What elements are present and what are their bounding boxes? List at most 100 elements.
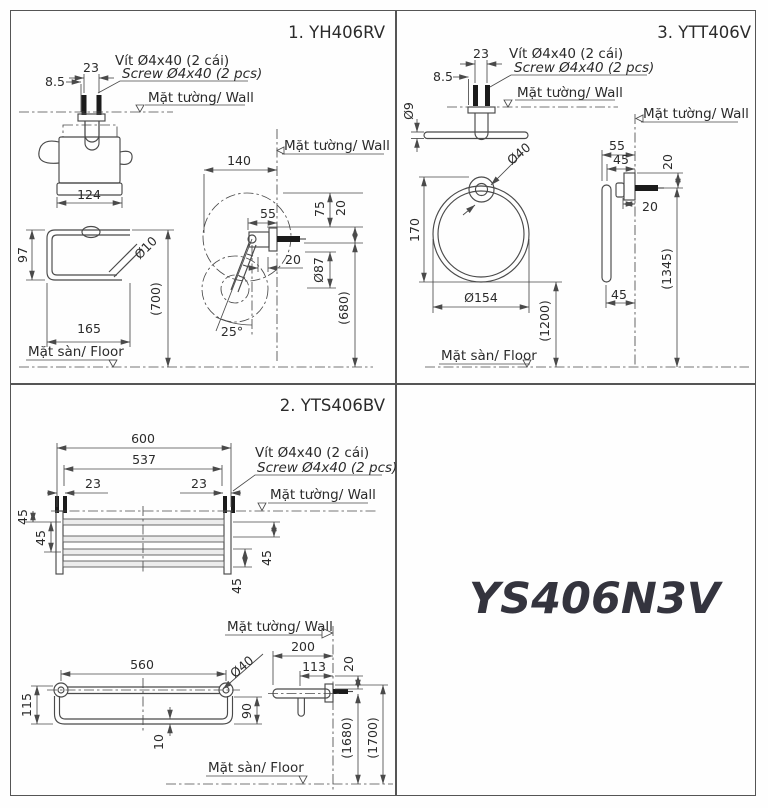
screw-note-vi: Vít Ø4x40 (2 cái) (255, 445, 369, 461)
dim-top-height-floor: (1700) (365, 717, 380, 759)
dim-arm-length: 55 (260, 206, 276, 221)
dim-swing-angle: 25° (221, 324, 243, 339)
yh406rv-bottom-view: Ø10 (46, 225, 160, 281)
ytt406v-front-view: Ø40 (432, 140, 533, 283)
ytt406v-floor-mark: Mặt sàn/ Floor (425, 348, 749, 368)
ytt406v-screw-note: Vít Ø4x40 (2 cái) Screw Ø4x40 (2 pcs) (489, 46, 654, 88)
dim-gap-right-2: 45 (229, 578, 244, 594)
dim-gap-left-1: 45 (15, 509, 30, 525)
dim-bar-height-floor: (1680) (339, 717, 354, 759)
wall-label: Mặt tường/ Wall (284, 138, 390, 154)
yh406rv-screw-note: Vít Ø4x40 (2 cái) Screw Ø4x40 (2 pcs) (97, 53, 262, 94)
dim-side-offset: 20 (341, 656, 356, 672)
dim-bar-gap: 10 (151, 734, 166, 750)
yts406bv-wall-mark-side: Mặt tường/ Wall (225, 619, 334, 790)
dim-reach-top: 45 (613, 152, 629, 167)
yh406rv-bottom-dims: 97 165 (700) (15, 229, 174, 368)
panel3-title: 3. YTT406V (657, 23, 751, 42)
dim-depth: 140 (227, 153, 251, 168)
yts406bv-floor-mark: Mặt sàn/ Floor (166, 760, 393, 785)
dim-overall-width: 600 (131, 431, 155, 446)
dim-top-offset: 20 (333, 200, 348, 216)
dim-side-depth: 55 (609, 138, 625, 153)
dim-bar-span: 560 (130, 657, 154, 672)
dim-roll-diameter: Ø87 (311, 257, 326, 283)
panel2-title: 2. YTS406BV (280, 396, 386, 415)
dim-knob-diameter: Ø40 (504, 140, 533, 168)
screw-note-en: Screw Ø4x40 (2 pcs) (122, 66, 262, 82)
dim-bar-diameter: Ø10 (131, 233, 160, 262)
yh406rv-side-view: 25° (201, 192, 306, 339)
dim-screw-offset: 8.5 (433, 69, 453, 84)
dim-screw-spacing: 23 (83, 60, 99, 75)
panel-ytt406v: 3. YTT406V 23 8.5 Ø9 Vít Ø4x40 (2 (401, 23, 752, 368)
yts406bv-screw-note: Vít Ø4x40 (2 cái) Screw Ø4x40 (2 pcs) (232, 445, 397, 492)
yts406bv-bottom-dims: 560 115 90 10 (19, 657, 262, 750)
yh406rv-screw-dims: 23 8.5 (45, 60, 114, 112)
ytt406v-top-view (423, 85, 529, 141)
ytt406v-wall-mark-side: Mặt tường/ Wall (634, 106, 749, 367)
dim-bar-diameter: Ø40 (227, 653, 256, 681)
dim-gap-right-1: 45 (259, 550, 274, 566)
dim-body-height: 97 (15, 247, 30, 263)
yts406bv-bottom-view: Ø40 (47, 653, 264, 732)
screw-note-en: Screw Ø4x40 (2 pcs) (514, 60, 654, 76)
yh406rv-side-dims: 140 55 75 20 20 Ø87 (680) (203, 153, 363, 368)
product-code: YS406N3V (469, 574, 721, 624)
yh406rv-wall-mark-front: Mặt tường/ Wall (19, 90, 254, 113)
dim-screw-span: 537 (132, 452, 156, 467)
dim-holder-height: (700) (148, 282, 163, 316)
ytt406v-wall-mark-top: Mặt tường/ Wall (447, 85, 623, 108)
yh406rv-front-view (38, 121, 133, 196)
dim-top-offset: 20 (660, 154, 675, 170)
ytt406v-front-dims: 170 Ø154 (1200) (407, 176, 562, 368)
screw-note-en: Screw Ø4x40 (2 pcs) (257, 460, 397, 476)
dim-reach-bottom: 45 (611, 287, 627, 302)
wall-label: Mặt tường/ Wall (227, 619, 333, 635)
yh406rv-front-dims: 124 (56, 187, 123, 208)
yts406bv-front-view (55, 496, 235, 575)
floor-label: Mặt sàn/ Floor (208, 760, 304, 776)
dim-side-depth: 200 (291, 639, 315, 654)
dim-wall-clearance: 20 (285, 252, 301, 267)
wall-label: Mặt tường/ Wall (517, 85, 623, 101)
dim-ring-diameter: Ø154 (464, 290, 498, 305)
ytt406v-top-dims: 23 8.5 Ø9 (401, 46, 502, 152)
yts406bv-side-view (268, 683, 353, 717)
yh406rv-screw-detail (77, 95, 106, 151)
yh406rv-wall-mark-side: Mặt tường/ Wall (276, 129, 390, 363)
panel1-title: 1. YH406RV (288, 23, 386, 42)
wall-label: Mặt tường/ Wall (270, 487, 376, 503)
yts406bv-front-dims: 600 537 23 23 45 45 45 45 (15, 431, 280, 594)
screw-note-vi: Vít Ø4x40 (2 cái) (115, 53, 229, 69)
dim-screw-offset: 8.5 (45, 74, 65, 89)
dim-ring-height-floor: (1200) (537, 300, 552, 342)
wall-label: Mặt tường/ Wall (643, 106, 749, 122)
dim-mount-height: (1345) (659, 248, 674, 290)
dim-ring-height: 170 (407, 218, 422, 242)
yts406bv-wall-mark-front: Mặt tường/ Wall (51, 487, 377, 512)
dim-screw-spacing: 23 (473, 46, 489, 61)
yts406bv-side-dims: 200 113 20 (1680) (1700) (272, 639, 388, 785)
wall-label: Mặt tường/ Wall (148, 90, 254, 106)
floor-label: Mặt sàn/ Floor (441, 348, 537, 364)
yh406rv-floor-mark: Mặt sàn/ Floor (19, 344, 373, 368)
divider-horizontal (10, 383, 756, 385)
dim-roll-height: (680) (336, 291, 351, 325)
ytt406v-side-dims: 55 45 20 20 45 (1345) (601, 138, 683, 368)
dim-bar-depth: 90 (239, 703, 254, 719)
dim-side-reach: 113 (302, 659, 326, 674)
sheet-border (10, 10, 756, 796)
dim-wall-clearance: 20 (642, 199, 658, 214)
panel-yts406bv: 2. YTS406BV Mặt tường/ Wall Vít Ø4x40 (2… (15, 396, 397, 790)
screw-note-vi: Vít Ø4x40 (2 cái) (509, 46, 623, 62)
divider-vertical (395, 10, 397, 796)
floor-label: Mặt sàn/ Floor (28, 344, 124, 360)
dim-screw-group-left: 23 (85, 476, 101, 491)
panel-yh406rv: 1. YH406RV 23 8.5 Vít Ø4x40 (2 cái) Scre… (15, 23, 390, 368)
dim-shelf-depth: 115 (19, 693, 34, 717)
dim-drop: 75 (312, 201, 327, 217)
product-code-area: YS406N3V (397, 386, 756, 796)
dim-tube-diameter: Ø9 (401, 102, 416, 120)
